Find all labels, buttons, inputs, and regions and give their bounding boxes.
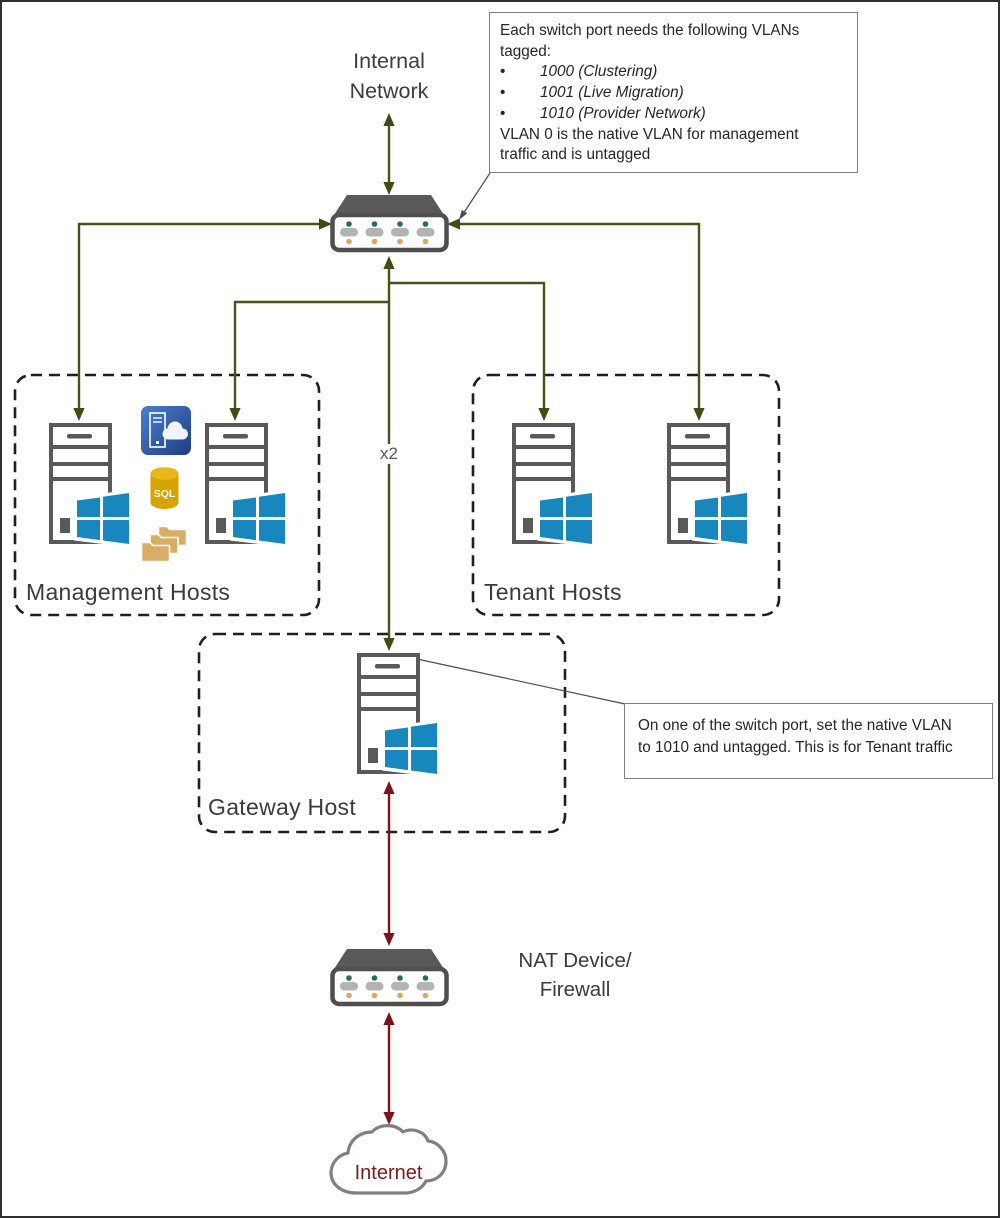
nat-device-line2: Firewall — [539, 978, 611, 1001]
internet-cloud-icon — [329, 1124, 448, 1195]
tenant-note-line1: On one of the switch port, set the nativ… — [638, 717, 952, 734]
core-switch-icon — [333, 195, 447, 250]
internet-label: Internet — [354, 1162, 423, 1184]
management-hosts-label: Management Hosts — [26, 579, 231, 605]
internal-network-label: Internal Network — [289, 46, 489, 106]
tenant-note-line2: to 1010 and untagged. This is for Tenant… — [638, 738, 953, 756]
vlan-tagging-note: Each switch port needs the following VLA… — [489, 12, 858, 173]
tenant-host-server-1-icon — [512, 423, 594, 545]
tenant-hosts-label: Tenant Hosts — [484, 579, 622, 605]
vlan-note-pointer-arrowhead — [459, 209, 468, 220]
vlan-note-intro-line2: tagged: — [500, 42, 552, 60]
gateway-host-label: Gateway Host — [208, 794, 357, 820]
gateway-host-server-icon — [357, 653, 439, 775]
internal-network-line1: Internal — [353, 49, 425, 73]
vlan-note-pointer-line — [462, 172, 491, 215]
sql-icon-label: SQL — [154, 488, 176, 500]
nat-firewall-icon — [333, 949, 447, 1004]
management-host-server-2-icon — [205, 423, 287, 545]
vlan-note-intro-line1: Each switch port needs the following VLA… — [500, 22, 800, 39]
vlan-note-bullet-list: 1000 (Clustering) 1001 (Live Migration) … — [500, 62, 847, 124]
vlan-note-footer-line1: VLAN 0 is the native VLAN for management — [500, 125, 799, 143]
nat-device-line1: NAT Device/ — [518, 949, 632, 972]
tenant-host-server-2-icon — [667, 423, 749, 545]
nat-device-label: NAT Device/ Firewall — [495, 946, 655, 1004]
tenant-note-pointer-line — [416, 658, 626, 705]
vlan-note-bullet-2: 1001 (Live Migration) — [500, 83, 847, 104]
vlan-note-bullet-1: 1000 (Clustering) — [500, 62, 847, 83]
red-arrowheads — [383, 781, 395, 1125]
green-network-links — [77, 126, 701, 639]
tenant-native-vlan-note: On one of the switch port, set the nativ… — [624, 703, 993, 779]
sql-database-icon: SQL — [150, 467, 179, 509]
library-folders-icon — [140, 525, 188, 563]
internal-network-line2: Network — [349, 79, 429, 103]
gateway-host-box — [197, 632, 567, 834]
management-hosts-box — [13, 373, 321, 617]
green-arrowheads — [73, 113, 705, 651]
vlan-note-footer-line2: traffic and is untagged — [500, 146, 651, 164]
vmm-cloud-app-icon — [141, 406, 191, 455]
tenant-hosts-box — [471, 373, 781, 617]
link-multiplier-label: x2 — [377, 444, 401, 464]
management-host-server-1-icon — [49, 423, 131, 545]
vlan-note-bullet-3: 1010 (Provider Network) — [500, 104, 847, 125]
